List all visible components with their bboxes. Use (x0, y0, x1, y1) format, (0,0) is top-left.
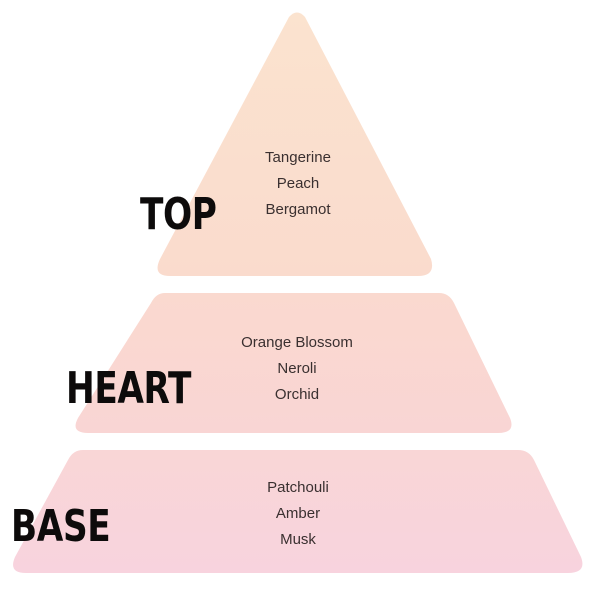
notes-list-base: Patchouli Amber Musk (238, 475, 358, 553)
notes-list-top: Tangerine Peach Bergamot (238, 145, 358, 223)
tier-label-heart: HEART (66, 363, 192, 414)
tier-label-base: BASE (11, 501, 111, 552)
notes-list-heart: Orange Blossom Neroli Orchid (217, 330, 377, 408)
note-item: Peach (276, 175, 320, 192)
pyramid-tier-base (13, 450, 583, 573)
tier-label-top: TOP (140, 189, 217, 240)
note-item: Patchouli (267, 479, 329, 496)
note-item: Tangerine (265, 149, 331, 166)
note-item: Bergamot (265, 201, 331, 218)
note-item: Orchid (274, 386, 320, 403)
pyramid-tier-top (157, 12, 433, 276)
pyramid-tier-heart (75, 293, 512, 433)
note-item: Amber (275, 505, 321, 522)
note-item: Musk (280, 531, 316, 548)
note-item: Neroli (277, 360, 317, 377)
note-item: Orange Blossom (241, 334, 353, 351)
